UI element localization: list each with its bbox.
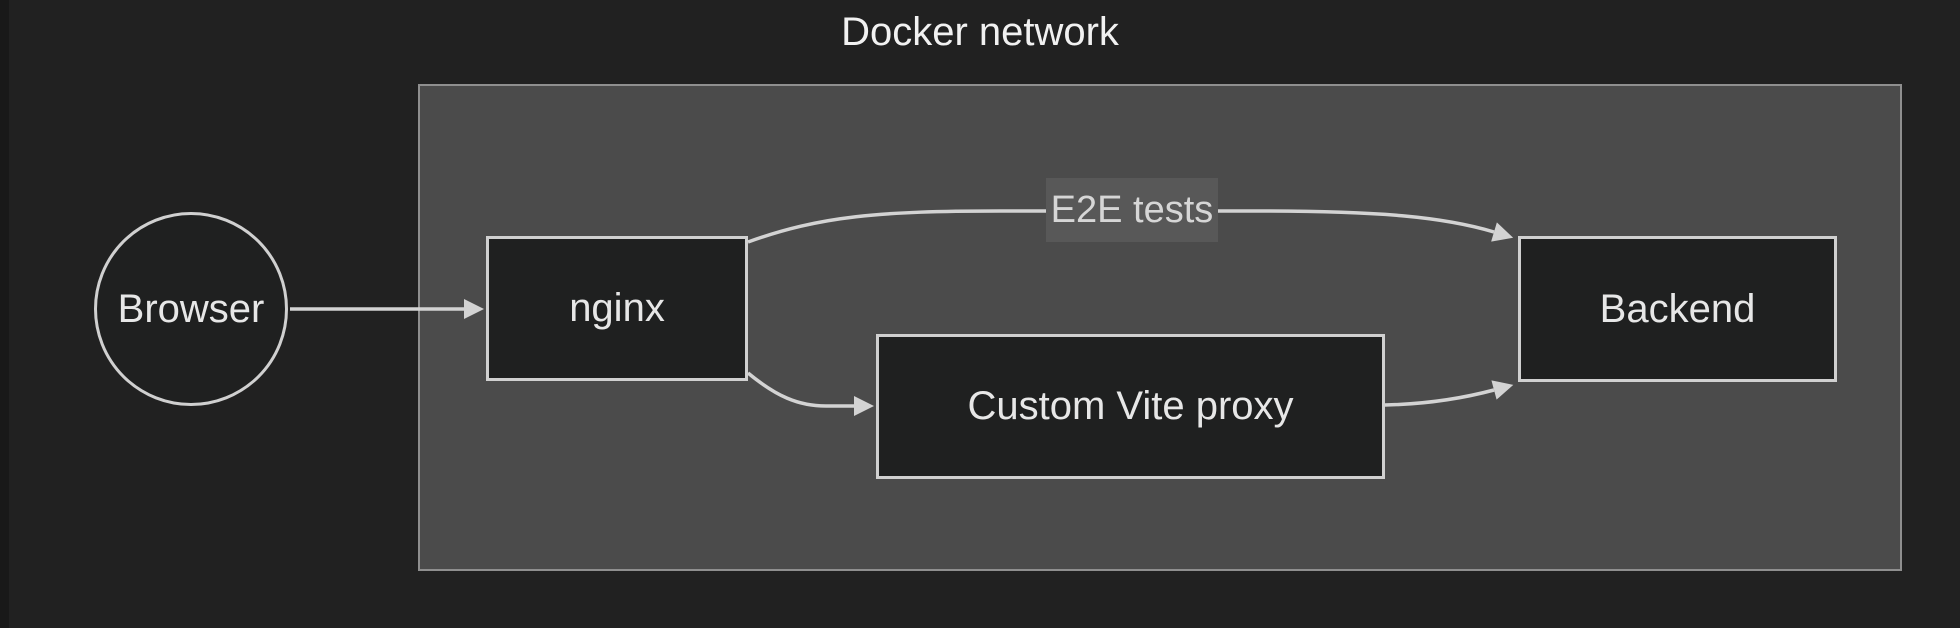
edge-vite-proxy-to-backend: [1384, 380, 1514, 407]
node-nginx: nginx: [486, 236, 748, 381]
node-browser-label: Browser: [117, 286, 265, 331]
node-nginx-label: nginx: [569, 286, 665, 330]
cluster-title: Docker network: [841, 10, 1119, 54]
node-custom-vite-proxy: Custom Vite proxy: [876, 334, 1385, 479]
node-backend: Backend: [1518, 236, 1837, 382]
edge-nginx-to-backend: [747, 209, 1514, 244]
edge-nginx-to-vite-proxy: [746, 371, 874, 416]
node-backend-label: Backend: [1599, 286, 1756, 331]
edge-label-e2e-tests: E2E tests: [1046, 178, 1218, 242]
node-custom-vite-proxy-label: Custom Vite proxy: [967, 384, 1294, 428]
node-browser: Browser: [94, 212, 288, 406]
window-edge-strip: [0, 0, 9, 628]
